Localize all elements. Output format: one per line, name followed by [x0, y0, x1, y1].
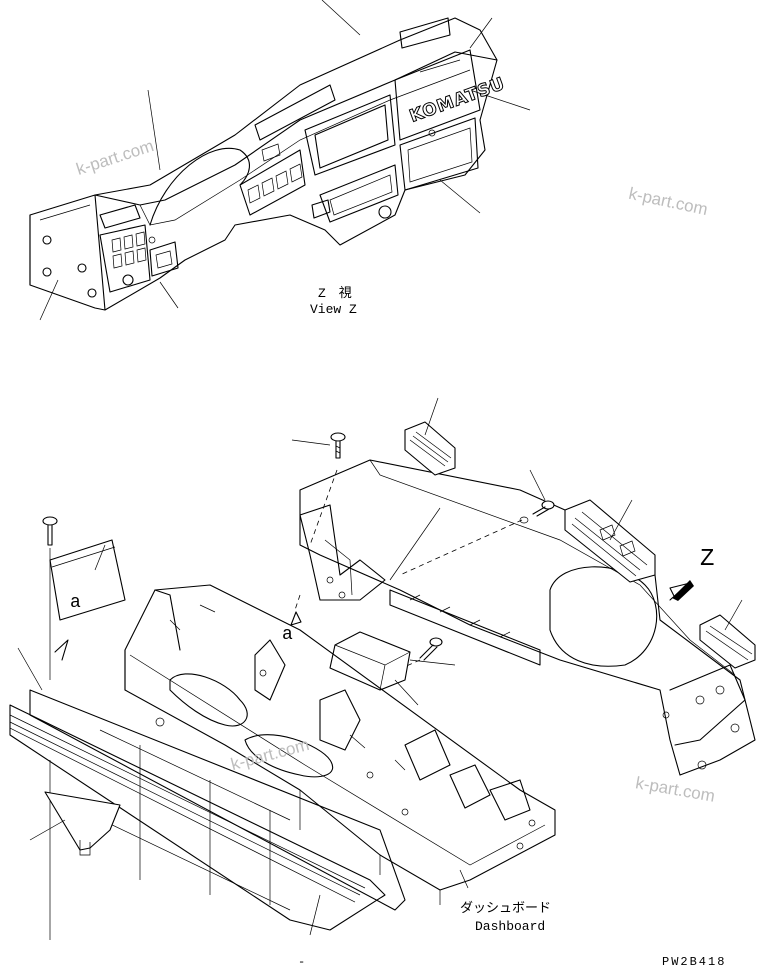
callout-a-upper: a: [70, 593, 81, 613]
view-z-label-jp: Z 視: [318, 286, 352, 301]
dashboard-frame: [124, 584, 556, 905]
vent-grille-middle: [564, 499, 656, 583]
bolt-top: [330, 432, 346, 459]
lower-trim-panel: [9, 689, 406, 940]
screw-left: [42, 516, 58, 546]
dashboard-cover: [299, 459, 756, 776]
callout-a-lower: a: [282, 625, 293, 645]
z-direction-arrow: [669, 580, 694, 601]
dashboard-label-en: Dashboard: [475, 919, 546, 934]
exploded-view: [9, 397, 756, 940]
front-strip: [49, 539, 126, 621]
drawing-code: PW2B418: [662, 955, 727, 969]
footer-mark: -: [298, 955, 306, 969]
bolt-middle: [419, 637, 443, 661]
dashboard-label-jp: ダッシュボード: [460, 901, 552, 916]
bolt-right: [519, 500, 555, 524]
view-z-panel: [29, 0, 531, 321]
vent-grille-right: [699, 614, 756, 669]
funnel-part: [44, 791, 121, 851]
callout-z: Z: [700, 546, 715, 573]
vent-grille-top: [404, 421, 456, 476]
view-z-label-en: View Z: [310, 302, 357, 317]
